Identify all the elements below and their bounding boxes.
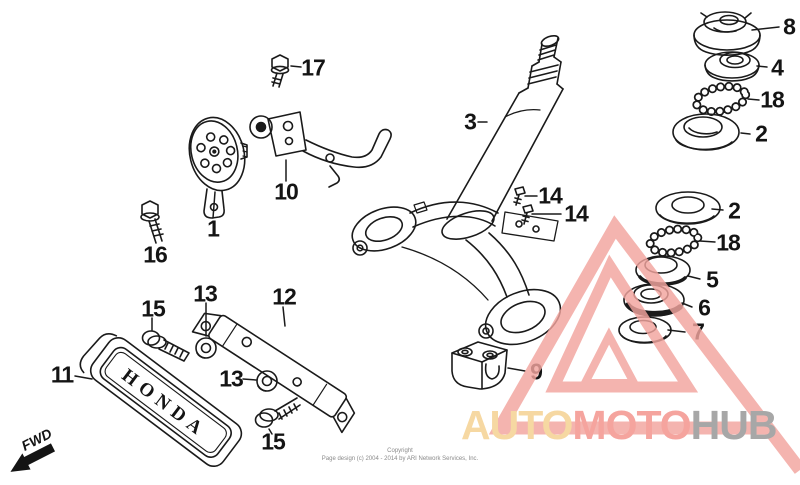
fwd-arrow-icon xyxy=(10,443,56,472)
bolt-15-left-drawing xyxy=(141,330,190,362)
race-upper-drawing xyxy=(672,113,740,151)
part-number-label: 4 xyxy=(771,54,784,81)
stopper-block-drawing xyxy=(451,341,508,390)
emblem-bracket-drawing xyxy=(191,312,356,434)
washer-7-drawing xyxy=(618,316,672,344)
bolt-17-drawing xyxy=(270,54,290,88)
part-number-label: 12 xyxy=(272,283,297,310)
horn-drawing xyxy=(188,116,248,219)
part-number-label: 5 xyxy=(706,266,719,293)
part-number-label: 11 xyxy=(50,361,74,388)
copyright-notice: Copyright Page design (c) 2004 - 2014 by… xyxy=(250,447,550,463)
part-number-label: 3 xyxy=(464,108,477,135)
part-number-label: 14 xyxy=(538,182,563,209)
steering-stem-drawing xyxy=(351,34,564,346)
nut-13-lower-drawing xyxy=(256,370,278,392)
part-number-label: 18 xyxy=(760,86,785,113)
race-lower-drawing xyxy=(655,191,721,225)
part-number-label: 8 xyxy=(783,13,796,40)
ball-retainer-upper-drawing xyxy=(691,81,751,117)
part-number-label: 7 xyxy=(692,318,705,345)
part-number-label: 16 xyxy=(143,241,168,268)
part-number-label: 17 xyxy=(301,54,326,81)
part-number-label: 15 xyxy=(261,428,286,455)
fwd-indicator: FWD xyxy=(10,425,56,472)
emblem-text: HONDA xyxy=(118,365,211,442)
dust-seal-drawing xyxy=(704,51,760,82)
part-number-label: 13 xyxy=(219,365,244,392)
part-number-label: 14 xyxy=(564,200,589,227)
cone-race-drawing xyxy=(623,283,685,317)
part-number-label: 2 xyxy=(728,197,741,224)
part-number-label: 18 xyxy=(716,229,741,256)
horn-bracket-drawing xyxy=(249,111,392,188)
part-number-label: 10 xyxy=(274,178,299,205)
part-number-label: 2 xyxy=(755,120,768,147)
part-number-label: 13 xyxy=(193,280,218,307)
bolt-16-drawing xyxy=(140,200,164,244)
ring-5-drawing xyxy=(635,255,691,286)
bolt-15-lower-drawing xyxy=(254,397,301,428)
nut-13-upper-drawing xyxy=(195,337,217,359)
copyright-line-1: Copyright xyxy=(387,448,413,454)
bolt-14-drawings xyxy=(513,186,534,225)
part-number-label: 6 xyxy=(698,294,711,321)
ball-retainer-lower-drawing xyxy=(645,224,703,258)
stem-nut-drawing xyxy=(693,11,761,56)
part-number-label: 1 xyxy=(207,215,220,242)
part-number-label: 15 xyxy=(141,295,166,322)
part-number-label: 9 xyxy=(530,358,543,385)
copyright-line-2: Page design (c) 2004 - 2014 by ARI Netwo… xyxy=(321,456,479,462)
